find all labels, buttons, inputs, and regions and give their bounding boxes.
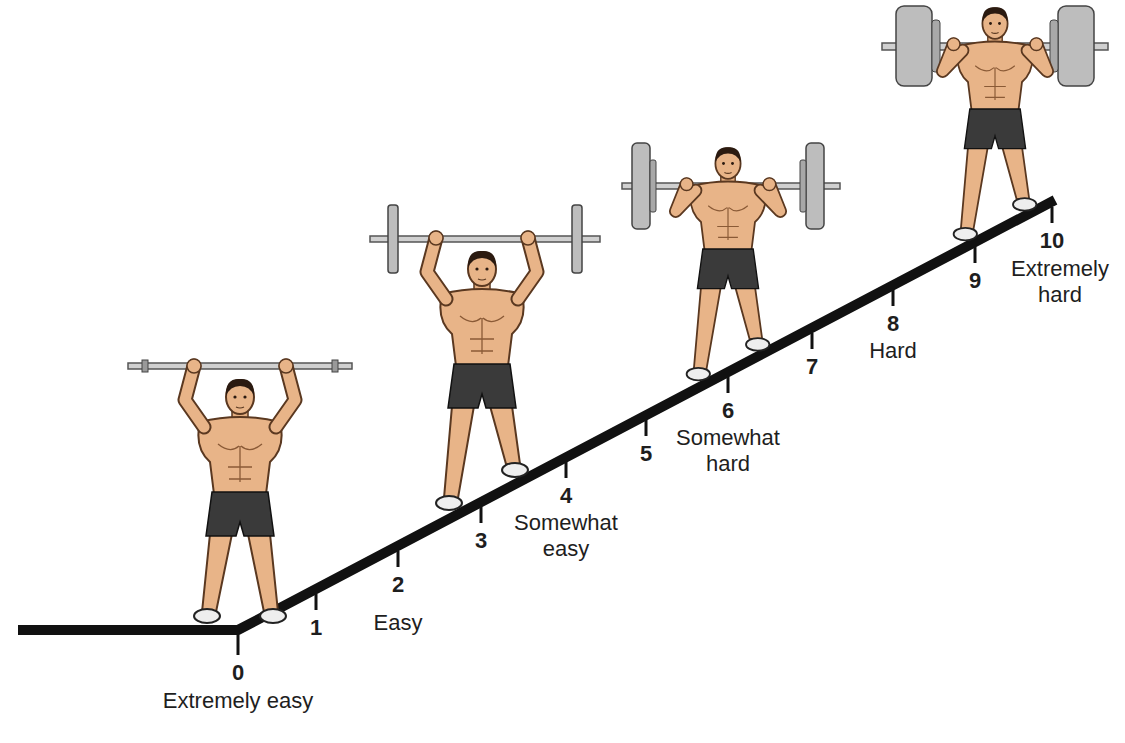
scale-number: 8 [887,311,899,337]
lifter-arms [427,231,537,299]
lifter-legs [954,147,1037,241]
lifter-figure [676,147,780,380]
lifter-body [958,7,1033,148]
effort-ramp [18,200,1055,630]
scale-ticks [238,207,1052,655]
lifter-arms [943,38,1047,71]
lifter-legs [194,534,286,623]
scale-number: 2 [392,572,404,598]
scale-number: 3 [475,528,487,554]
effort-label: Easy [374,610,423,636]
scale-number: 1 [310,615,322,641]
lifter-legs [436,406,528,510]
scale-number: 4 [560,483,572,509]
scale-number: 7 [806,354,818,380]
effort-label: Extremely easy [163,688,313,714]
scale-number: 6 [722,398,734,424]
effort-label: Hard [869,338,917,364]
scale-number: 10 [1040,228,1064,254]
scale-number: 9 [969,268,981,294]
lifter-figure [943,7,1047,240]
scale-number: 0 [232,660,244,686]
lifter-legs [687,287,770,381]
lifter-body [440,251,523,408]
effort-label: Extremely hard [1007,256,1113,308]
light-barbell [370,205,600,273]
lifter-figure [194,379,286,623]
lifter-arms [185,359,295,427]
effort-label: Somewhat hard [668,425,788,477]
effort-label: Somewhat easy [506,510,626,562]
lifter-figure [436,251,528,510]
empty-barbell [128,360,352,372]
scale-number: 5 [640,441,652,467]
lifter-arms [676,178,780,211]
lifter-body [691,147,766,288]
lifter-body [198,379,281,536]
